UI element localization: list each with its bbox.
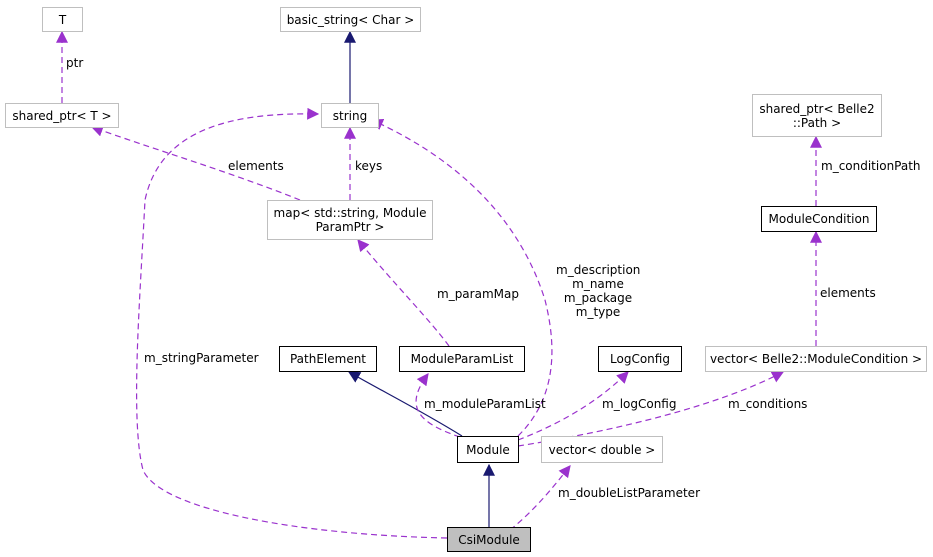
node-module[interactable]: Module: [457, 436, 519, 463]
edge-label-m-double-list-parameter: m_doubleListParameter: [558, 486, 700, 500]
edge-label-m-string-parameter: m_stringParameter: [144, 351, 259, 365]
edge-label-m-name: m_name: [572, 277, 624, 291]
node-log-config-label: LogConfig: [610, 352, 670, 366]
node-map[interactable]: map< std::string, Module ParamPtr >: [267, 200, 433, 240]
edge-csi-to-vector-double: [509, 465, 571, 531]
edge-label-keys: keys: [355, 159, 383, 173]
edge-module-param-list-to-map: [357, 239, 450, 347]
edge-label-m-package: m_package: [563, 291, 633, 305]
node-string[interactable]: string: [321, 103, 379, 128]
edge-label-m-type: m_type: [575, 305, 621, 319]
node-module-param-list[interactable]: ModuleParamList: [399, 346, 525, 372]
edge-label-elements-map: elements: [228, 159, 284, 173]
node-module-condition-label: ModuleCondition: [768, 212, 870, 226]
node-basic-string[interactable]: basic_string< Char >: [280, 7, 421, 32]
node-path-element[interactable]: PathElement: [279, 346, 377, 372]
edge-label-m-description: m_description: [556, 263, 641, 277]
edge-label-elements-vector: elements: [820, 286, 876, 300]
node-shared-ptr-path-line2: ::Path >: [792, 115, 842, 130]
edge-label-module-string-members: m_description m_name m_package m_type: [556, 263, 640, 319]
node-shared-ptr-path-line1: shared_ptr< Belle2: [759, 101, 875, 116]
node-log-config[interactable]: LogConfig: [598, 346, 682, 372]
edge-module-inherits-path-element: [347, 371, 463, 437]
edge-module-to-string: [370, 119, 553, 437]
node-string-label: string: [332, 108, 368, 123]
edge-label-m-module-param-list: m_moduleParamList: [424, 397, 546, 411]
node-t-label: T: [58, 12, 67, 27]
node-shared-ptr-t[interactable]: shared_ptr< T >: [5, 103, 119, 128]
node-shared-ptr-path[interactable]: shared_ptr< Belle2 ::Path >: [752, 94, 882, 137]
node-shared-ptr-t-label: shared_ptr< T >: [12, 108, 112, 123]
edge-label-m-conditions: m_conditions: [728, 397, 808, 411]
node-module-condition[interactable]: ModuleCondition: [761, 206, 877, 232]
node-basic-string-label: basic_string< Char >: [286, 12, 415, 27]
edge-label-m-param-map: m_paramMap: [437, 287, 519, 301]
edge-csi-to-string: [135, 107, 448, 539]
node-vector-double-label: vector< double >: [548, 442, 656, 457]
node-t[interactable]: T: [42, 7, 83, 32]
node-vector-condition[interactable]: vector< Belle2::ModuleCondition >: [705, 346, 927, 372]
edge-module-to-vector-condition: [517, 371, 785, 447]
node-map-line1: map< std::string, Module: [273, 206, 427, 220]
node-module-param-list-label: ModuleParamList: [410, 352, 514, 366]
edge-module-to-log-config: [517, 371, 629, 441]
edge-label-m-log-config: m_logConfig: [602, 397, 677, 411]
node-path-element-label: PathElement: [289, 352, 367, 366]
node-csi-module[interactable]: CsiModule: [447, 527, 531, 552]
node-module-label: Module: [466, 442, 510, 457]
node-vector-double[interactable]: vector< double >: [541, 436, 663, 463]
node-csi-module-label: CsiModule: [458, 532, 520, 547]
node-map-line2: ParamPtr >: [315, 220, 385, 234]
edge-label-m-condition-path: m_conditionPath: [821, 159, 921, 173]
edge-label-ptr: ptr: [66, 56, 84, 70]
edge-map-to-shared-ptr: [90, 125, 301, 201]
node-vector-condition-label: vector< Belle2::ModuleCondition >: [709, 352, 923, 366]
edge-module-to-module-param-list: [415, 373, 461, 438]
